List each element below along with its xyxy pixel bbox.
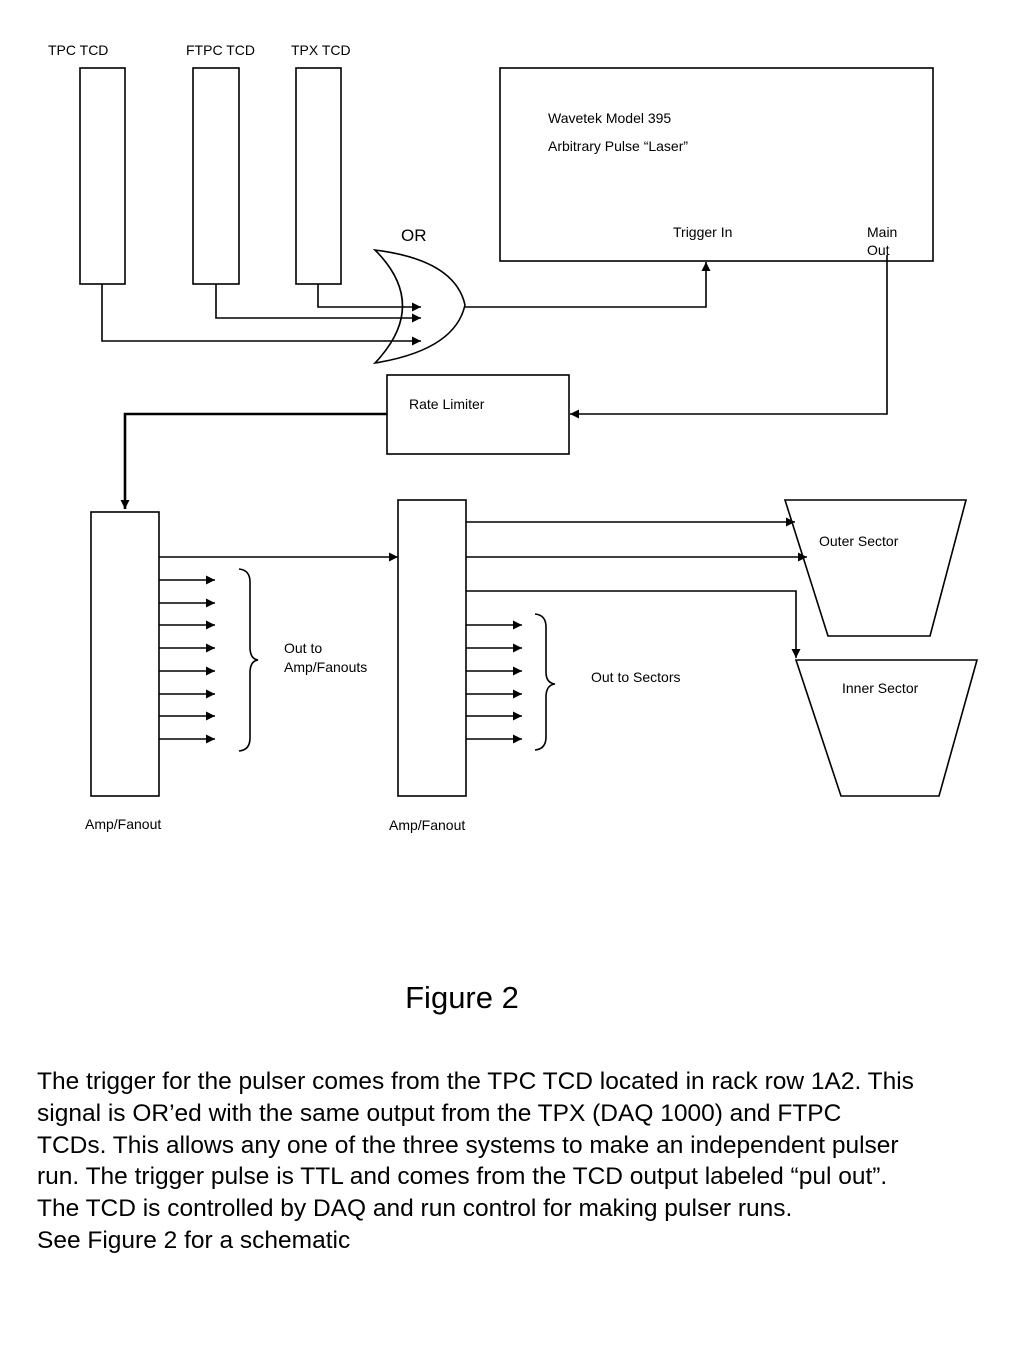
caption-line: run. The trigger pulse is TTL and comes … [37, 1163, 888, 1191]
or-gate-label: OR [401, 226, 427, 245]
wavetek-label-line1: Wavetek Model 395 [548, 110, 671, 126]
rate-limiter-box [386, 374, 570, 455]
amp-to-inner-wire [466, 590, 801, 658]
pulser-schematic: TPC TCD FTPC TCD TPX TCD OR Wavetek Mode… [48, 42, 979, 833]
figure-title: Figure 2 [405, 980, 519, 1015]
amp-fanout-left-box [90, 511, 160, 797]
ftpc-tcd-label: FTPC TCD [186, 42, 255, 58]
amp-fanout-left-label: Amp/Fanout [85, 816, 161, 832]
out-to-amp-label-line1: Out to [284, 640, 322, 656]
ftpc-tcd-box [192, 67, 240, 285]
rate-limiter-label: Rate Limiter [409, 396, 485, 412]
caption-line: The trigger for the pulser comes from th… [37, 1068, 914, 1095]
figure-caption: The trigger for the pulser comes from th… [37, 1066, 997, 1257]
inner-sector-label: Inner Sector [842, 680, 919, 696]
tpx-tcd-label: TPX TCD [291, 42, 351, 58]
right-brace [534, 613, 556, 751]
ratelimiter-to-amp-wire [120, 412, 387, 509]
or-to-trigger-wire [465, 262, 711, 308]
tpx-to-or-wire [317, 284, 421, 312]
outer-sector-label: Outer Sector [819, 533, 899, 549]
tpc-to-or-wire [101, 284, 421, 346]
ftpc-to-or-wire [215, 284, 421, 323]
mainout-to-ratelimiter-wire [570, 255, 888, 419]
tpc-tcd-box [79, 67, 126, 285]
main-out-label-line2: Out [867, 242, 890, 258]
amp-fanout-right-box [397, 499, 467, 797]
tpx-tcd-box [295, 67, 342, 285]
inner-sector-shape [794, 659, 979, 797]
amp-fanout-right-label: Amp/Fanout [389, 817, 465, 833]
trigger-in-label: Trigger In [673, 224, 732, 240]
left-fanout-outputs [159, 575, 215, 744]
out-to-sectors-label: Out to Sectors [591, 669, 680, 685]
caption-line: See Figure 2 for a schematic [37, 1226, 351, 1254]
caption-line: TCDs. This allows any one of the three s… [37, 1131, 899, 1159]
or-gate [372, 248, 466, 365]
out-to-amp-label-line2: Amp/Fanouts [284, 659, 367, 675]
right-fanout-outputs [466, 620, 522, 744]
wavetek-box [499, 67, 934, 262]
left-brace [238, 568, 259, 752]
caption-line: signal is OR’ed with the same output fro… [37, 1099, 842, 1127]
wavetek-label-line2: Arbitrary Pulse “Laser” [548, 138, 688, 154]
main-out-label-line1: Main [867, 224, 897, 240]
outer-sector-shape [783, 499, 968, 637]
tpc-tcd-label: TPC TCD [48, 42, 108, 58]
caption-line: The TCD is controlled by DAQ and run con… [37, 1195, 793, 1223]
